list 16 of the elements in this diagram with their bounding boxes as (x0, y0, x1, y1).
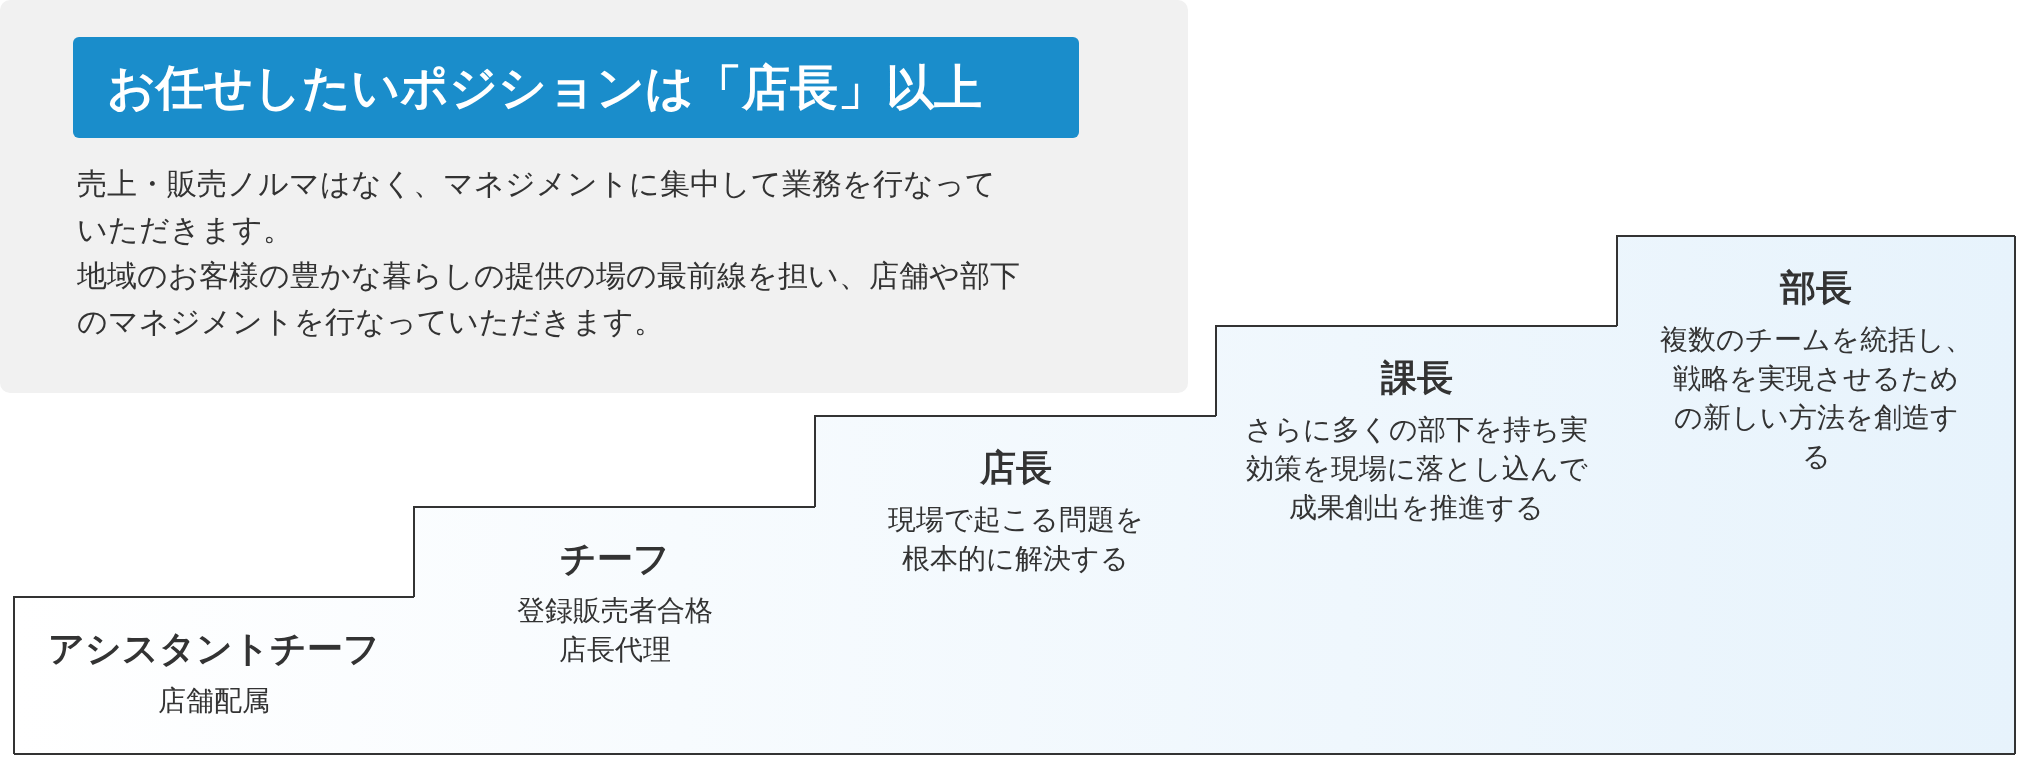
step-description: 複数のチームを統括し、戦略を実現させるための新しい方法を創造する (1659, 322, 1973, 475)
step-description: 登録販売者合格店長代理 (515, 593, 714, 668)
description-text: 地域のお客様の豊かな暮らしの提供の場の最前線を担い、店舗や部下のマネジメントを行なっていただきます。 (77, 257, 1021, 341)
step-title: 課長 (1380, 356, 1453, 400)
step-title: 店長 (979, 446, 1052, 490)
step-title: チーフ (559, 537, 670, 581)
step-description: 現場で起こる問題を根本的に解決する (886, 502, 1145, 577)
description-text: 売上・販売ノルマはなく、マネジメントに集中して業務を行なっていただきます。 (77, 165, 997, 249)
step-description: さらに多くの部下を持ち実効策を現場に落とし込んで成果創出を推進する (1244, 412, 1589, 526)
step-title: アシスタントチーフ (48, 627, 380, 671)
title-banner: お任せしたいポジションは「店長」以上 (73, 37, 1079, 138)
stair-step (1617, 236, 2015, 754)
step-title: 部長 (1780, 266, 1852, 310)
info-panel (0, 0, 1188, 393)
stair-step (14, 597, 414, 754)
step-description: 店舗配属 (157, 683, 271, 719)
